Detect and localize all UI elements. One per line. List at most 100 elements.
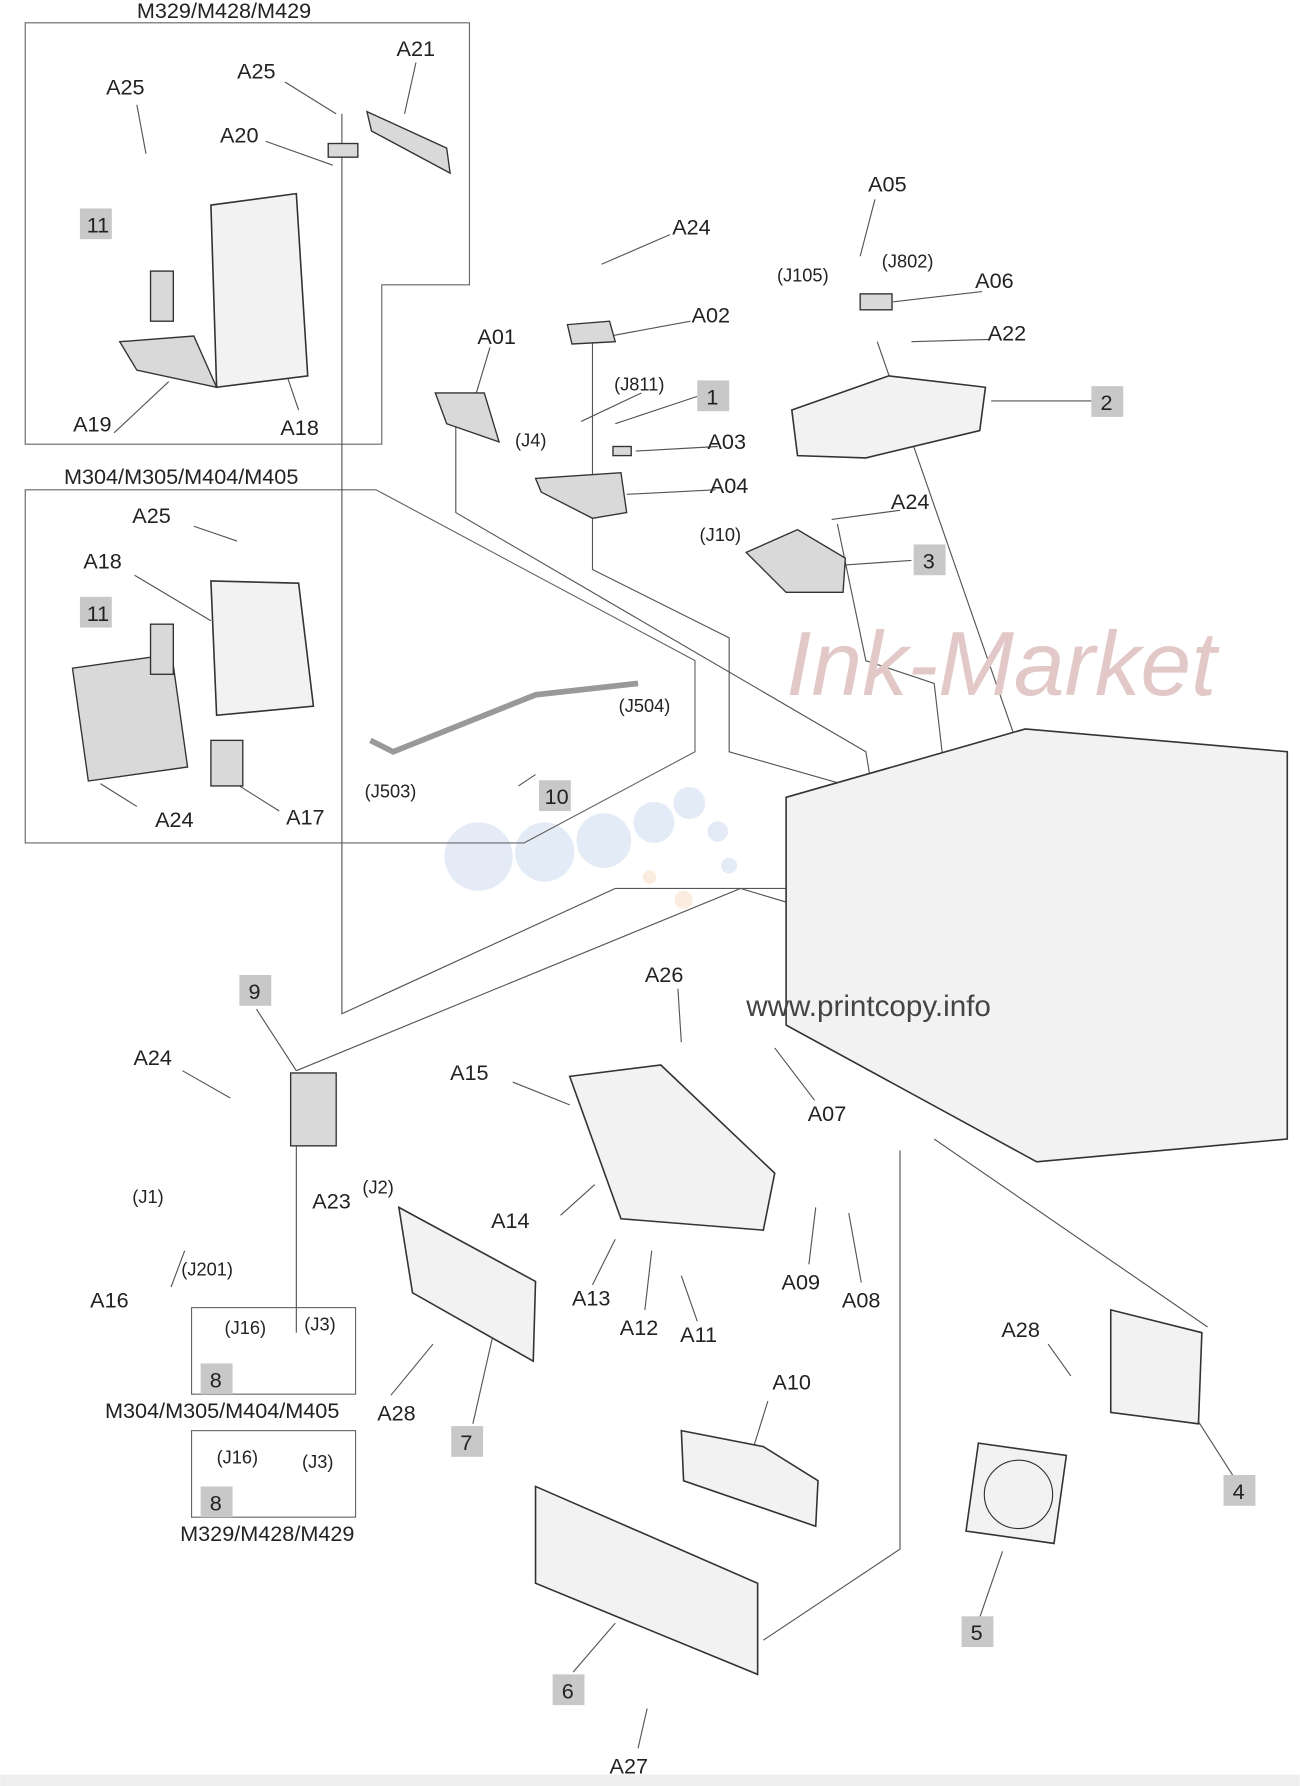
- watermark: Ink-Market www.printcopy.info: [745, 614, 1220, 1023]
- connector-label: (J105): [777, 265, 829, 285]
- label: A20: [220, 122, 258, 147]
- part-a02-assy-3: [745, 528, 847, 593]
- connector-label: (J201): [181, 1260, 233, 1280]
- callout-3: 3: [923, 548, 935, 573]
- label: A17: [286, 805, 324, 830]
- label: A23: [312, 1189, 350, 1214]
- part-a17: [210, 739, 244, 787]
- connector-label: (J3): [302, 1452, 333, 1472]
- label: A25: [106, 75, 144, 100]
- label: A24: [672, 215, 710, 240]
- part-11b: [149, 623, 174, 675]
- label: A05: [868, 171, 906, 196]
- connector-label: (J10): [700, 525, 742, 545]
- label: A22: [988, 321, 1026, 346]
- label: A18: [83, 548, 121, 573]
- callout-10: 10: [545, 784, 569, 809]
- leader-lines: [100, 62, 1234, 1749]
- label: A16: [90, 1288, 128, 1313]
- label: A25: [132, 503, 170, 528]
- label: A09: [782, 1269, 820, 1294]
- part-laser-scanner: [790, 375, 987, 459]
- part-pcb: [71, 653, 189, 782]
- part-9-board: [289, 1072, 337, 1147]
- callout-11: 11: [87, 212, 109, 237]
- label: A24: [155, 807, 193, 832]
- label: A24: [133, 1045, 171, 1070]
- label: A11: [680, 1322, 717, 1347]
- connector-label: (J802): [882, 252, 934, 272]
- callout-8: 8: [210, 1490, 222, 1515]
- part-a20: [327, 142, 359, 158]
- label: A18: [280, 415, 318, 440]
- part-a19: [118, 335, 218, 389]
- label: A01: [477, 324, 515, 349]
- part-7-board: [397, 1205, 537, 1363]
- label: A24: [891, 489, 929, 514]
- connector-labels: (J504) (J503) (J811) (J4) (J105) (J802) …: [132, 252, 933, 1473]
- watermark-brand: Ink-Market: [786, 614, 1220, 715]
- label: A28: [1001, 1317, 1039, 1342]
- callout-7: 7: [460, 1430, 472, 1455]
- part-4-duct: [1109, 1308, 1203, 1425]
- frame-m329: [24, 22, 471, 445]
- part-11a: [149, 270, 174, 322]
- label: A14: [491, 1208, 529, 1233]
- bottom-band: [0, 1774, 1300, 1786]
- part-labels: A25 A25 A21 A20 A19 A18 A25 A18 A24 A17 …: [73, 36, 1040, 1779]
- part-a02: [566, 320, 617, 345]
- connector-label: (J4): [515, 431, 546, 451]
- callout-1: 1: [706, 384, 718, 409]
- part-a04: [534, 471, 628, 519]
- callout-8: 8: [210, 1367, 222, 1392]
- connector-label: (J16): [217, 1448, 259, 1468]
- part-a03: [612, 445, 632, 457]
- label: A26: [645, 962, 683, 987]
- part-a15-frame: [568, 1064, 776, 1232]
- label: A12: [620, 1315, 658, 1340]
- callout-11: 11: [87, 601, 109, 626]
- part-side-plate-top: [210, 192, 309, 389]
- label: A06: [975, 268, 1013, 293]
- watermark-url: www.printcopy.info: [745, 990, 991, 1023]
- part-a10-sheet: [680, 1429, 819, 1528]
- label: A04: [710, 473, 748, 498]
- callout-5: 5: [971, 1620, 983, 1645]
- parts: [71, 110, 1289, 1676]
- label: A28: [377, 1400, 415, 1425]
- label: A25: [237, 59, 275, 84]
- frame-m304: [24, 489, 696, 844]
- connector-label: (J504): [619, 696, 671, 716]
- group-title-8b: M329/M428/M429: [180, 1521, 354, 1546]
- part-cable-10: [369, 680, 639, 755]
- part-a06: [859, 293, 893, 311]
- label: A27: [610, 1753, 648, 1778]
- callout-9: 9: [248, 979, 260, 1004]
- label: A13: [572, 1285, 610, 1310]
- connector-label: (J503): [365, 781, 417, 801]
- part-5-fan: [965, 1442, 1068, 1545]
- part-a01: [434, 392, 501, 444]
- connector-label: (J1): [132, 1187, 163, 1207]
- label: A08: [842, 1288, 880, 1313]
- connector-label: (J2): [362, 1178, 393, 1198]
- group-title-m329: M329/M428/M429: [137, 0, 311, 23]
- label: A02: [692, 302, 730, 327]
- frame-harness-8a: [190, 1307, 357, 1395]
- label: A07: [808, 1101, 846, 1126]
- callout-2: 2: [1100, 390, 1112, 415]
- callouts: 11 11 10 1 2 3 9 8 8 7 4 5 6: [79, 208, 1256, 1706]
- label: A10: [772, 1370, 810, 1395]
- connector-label: (J16): [225, 1318, 267, 1338]
- label: A03: [708, 429, 746, 454]
- part-6-psu: [534, 1485, 759, 1676]
- connector-label: (J3): [304, 1314, 335, 1334]
- callout-6: 6: [562, 1678, 574, 1703]
- label: A21: [397, 36, 435, 61]
- group-title-m304: M304/M305/M404/M405: [64, 464, 298, 489]
- part-fan-blade: [983, 1459, 1054, 1530]
- group-title-8a: M304/M305/M404/M405: [105, 1398, 339, 1423]
- part-a21: [365, 110, 451, 175]
